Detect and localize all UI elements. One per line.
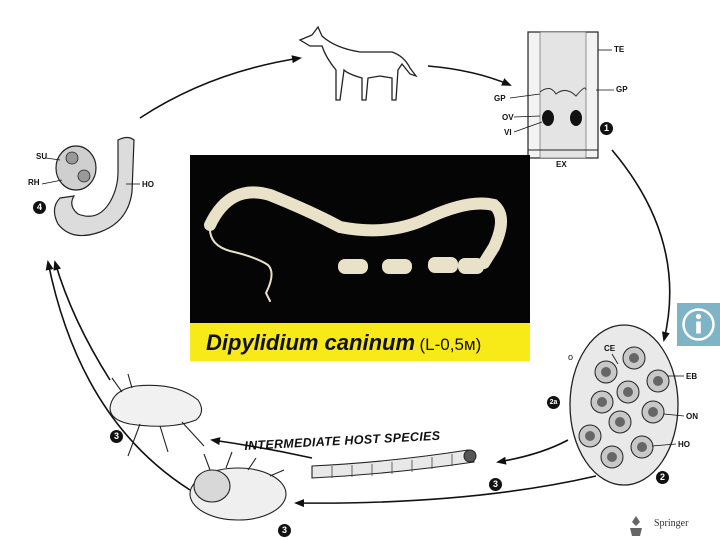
arrow-louse-to-scolex [45, 260, 191, 491]
label-su: SU [36, 152, 48, 161]
species-name: Dipylidium caninum [206, 330, 416, 355]
species-size: (L-0,5м) [419, 335, 482, 354]
info-icon [682, 308, 715, 341]
scolex-illustration [41, 136, 140, 237]
label-gp-right: GP [616, 85, 628, 94]
label-vi: VI [504, 128, 512, 137]
springer-logo-icon [630, 516, 642, 536]
arrow-dog-to-proglottid [427, 65, 512, 86]
flea-adult-illustration [109, 373, 205, 457]
step-number-proglottid: 1 [600, 122, 613, 135]
label-te: TE [614, 45, 625, 54]
louse-illustration [189, 451, 287, 521]
label-gp-left: GP [494, 94, 506, 103]
tapeworm-image [204, 186, 507, 302]
arrow-flea-to-scolex [53, 260, 111, 381]
species-caption: Dipylidium caninum (L-0,5м) [190, 323, 530, 361]
arrow-larva-to-flea [210, 437, 313, 459]
label-o-mark: o [568, 352, 574, 362]
arrow-proglottid-to-eggs [611, 149, 671, 342]
arrow-scolex-to-dog [139, 55, 302, 119]
label-rh: RH [28, 178, 40, 187]
flea-larva-illustration [311, 449, 477, 479]
label-eb: EB [686, 372, 698, 381]
step-number-larva: 3 [489, 478, 502, 491]
step-number-egg: 2 [656, 471, 669, 484]
cycle-arrows [45, 55, 671, 508]
publisher-name: Springer [654, 518, 689, 529]
label-ho-egg: HO [678, 440, 690, 449]
label-on: ON [686, 412, 698, 421]
step-number-louse: 3 [278, 524, 291, 537]
proglottid-illustration [509, 31, 614, 159]
egg-packet-illustration [569, 324, 685, 486]
step-number-scolex: 4 [33, 201, 46, 214]
dog-host-illustration [298, 25, 418, 101]
label-ex: EX [556, 160, 567, 169]
info-button[interactable] [677, 303, 720, 346]
worm-photo [190, 155, 530, 323]
label-ov: OV [502, 113, 514, 122]
arrow-eggs-to-louse [294, 475, 597, 508]
label-ce: CE [604, 344, 616, 353]
step-number-egg-a: 2a [547, 396, 560, 409]
arrow-eggs-to-larva [496, 439, 569, 465]
label-ho-scolex: HO [142, 180, 154, 189]
step-number-flea-adult: 3 [110, 430, 123, 443]
